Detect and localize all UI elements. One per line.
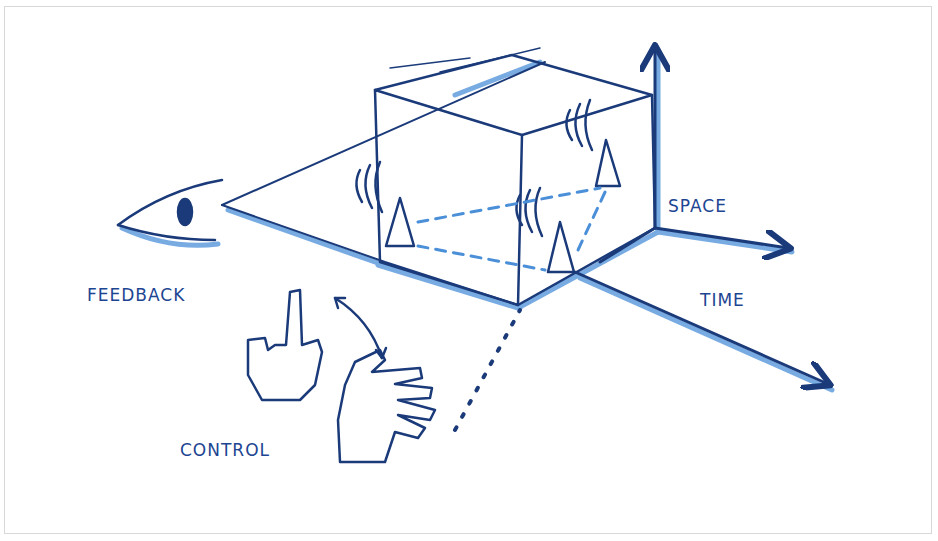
shadow-strokes [122,50,832,390]
axes [575,48,828,384]
axis-label: SPACE [668,196,727,216]
eye-symbol [118,180,222,240]
dashed-paths [418,188,606,270]
view-cone [222,62,545,305]
axis-label: TIME [700,290,745,310]
frame [4,6,932,534]
hand-icons [248,290,435,462]
dotted-link [455,310,520,430]
space-box [375,48,655,305]
axis-label: CONTROL [180,440,270,460]
sound-sources [356,100,620,272]
axis-label: FEEDBACK [87,285,185,305]
